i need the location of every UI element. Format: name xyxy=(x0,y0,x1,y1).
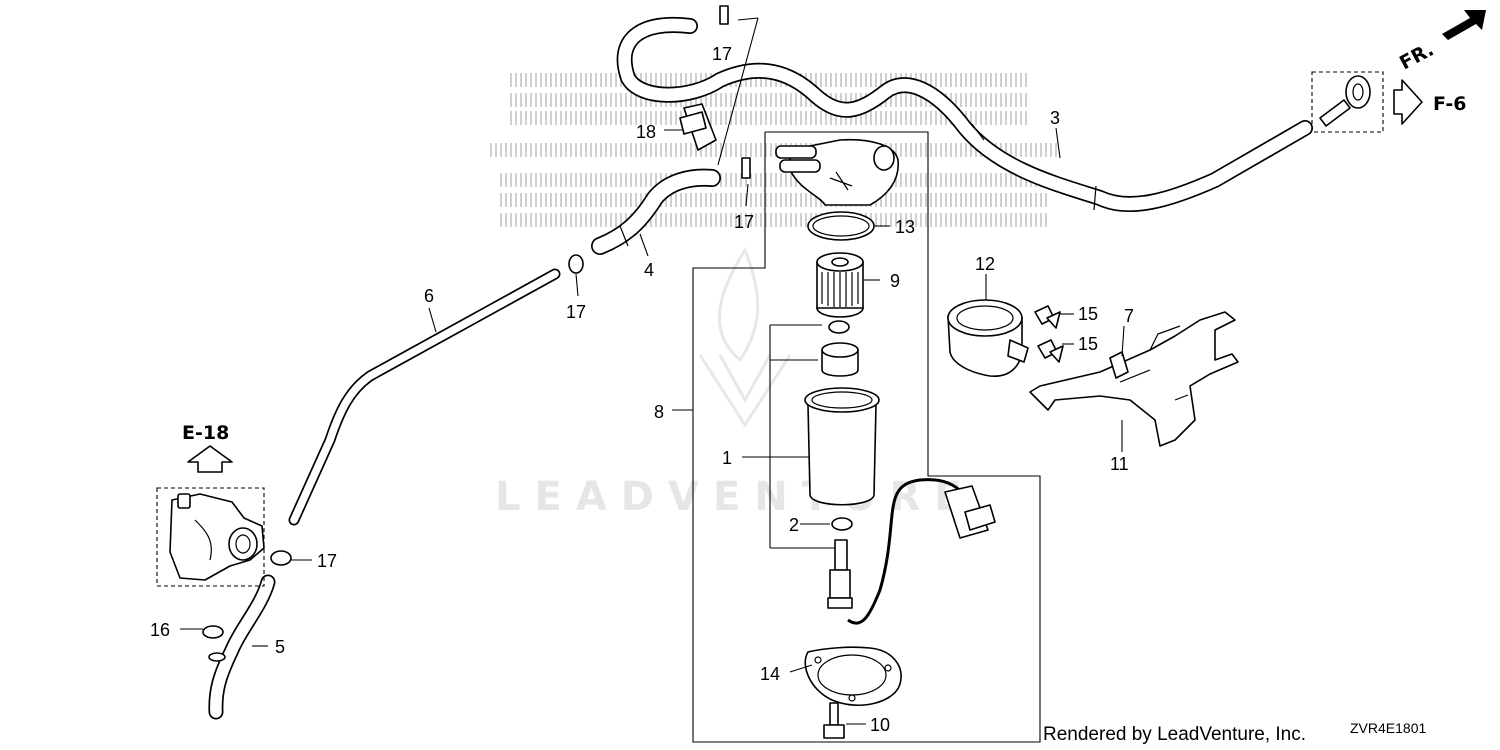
fuel-pump-reference xyxy=(156,487,265,587)
callout-9: 9 xyxy=(890,271,900,291)
hose-clip-17 xyxy=(270,5,751,566)
reference-e18: E-18 xyxy=(182,422,229,444)
callout-10: 10 xyxy=(870,715,890,735)
bolt-10 xyxy=(823,702,845,739)
ring-16 xyxy=(202,625,224,639)
seal-collar xyxy=(821,342,859,377)
clamp-18 xyxy=(664,103,717,151)
fitting-f6 xyxy=(1311,71,1384,133)
callout-17: 17 xyxy=(734,212,754,232)
reference-f6: F-6 xyxy=(1433,93,1467,115)
callout-6: 6 xyxy=(424,286,434,306)
sensor-connector xyxy=(944,485,996,539)
callout-13: 13 xyxy=(895,217,915,237)
assembly-group-outline xyxy=(672,131,1041,743)
callout-1: 1 xyxy=(722,448,732,468)
callout-15: 15 xyxy=(1078,304,1098,324)
diagram-code: ZVR4E1801 xyxy=(1350,720,1426,736)
hose-6 xyxy=(288,268,561,526)
callout-11: 11 xyxy=(1110,454,1129,474)
bracket-11 xyxy=(1029,311,1239,447)
callout-2: 2 xyxy=(789,515,799,535)
callout-7: 7 xyxy=(1124,306,1134,326)
hose-4 xyxy=(591,168,721,255)
gasket-14 xyxy=(804,646,902,707)
callout-3: 3 xyxy=(1050,108,1060,128)
e18-arrow xyxy=(187,445,233,473)
filter-element-9 xyxy=(816,252,864,318)
hose-3 xyxy=(616,17,1313,212)
callout-17: 17 xyxy=(566,302,586,322)
rendered-by-credit: Rendered by LeadVenture, Inc. xyxy=(1043,724,1306,745)
callout-17: 17 xyxy=(712,44,732,64)
callout-18: 18 xyxy=(636,122,656,142)
water-sensor xyxy=(827,478,996,625)
hose-5 xyxy=(208,574,276,720)
front-direction-arrow xyxy=(1442,10,1486,40)
callout-labels: 17 18 17 3 13 4 9 17 6 12 15 15 7 8 1 11… xyxy=(150,44,1134,735)
callout-14: 14 xyxy=(760,664,780,684)
callout-5: 5 xyxy=(275,637,285,657)
watermark-text: LEADVENTURE xyxy=(495,474,976,520)
callout-12: 12 xyxy=(975,254,995,274)
dealer-watermark: LEADVENTURE xyxy=(490,73,1060,520)
o-ring-2 xyxy=(831,517,853,531)
callout-8: 8 xyxy=(654,402,664,422)
filter-cup-1 xyxy=(804,387,880,506)
callout-4: 4 xyxy=(644,260,654,280)
o-ring-13 xyxy=(807,211,875,241)
filter-head xyxy=(775,138,899,206)
callout-16: 16 xyxy=(150,620,170,640)
seal-ring xyxy=(828,320,850,334)
front-label: FR. xyxy=(1396,38,1437,74)
bolt-15 xyxy=(1034,305,1064,363)
callout-15: 15 xyxy=(1078,334,1098,354)
callout-17: 17 xyxy=(317,551,337,571)
holder-12 xyxy=(947,299,1029,377)
f6-arrow xyxy=(1393,79,1423,125)
